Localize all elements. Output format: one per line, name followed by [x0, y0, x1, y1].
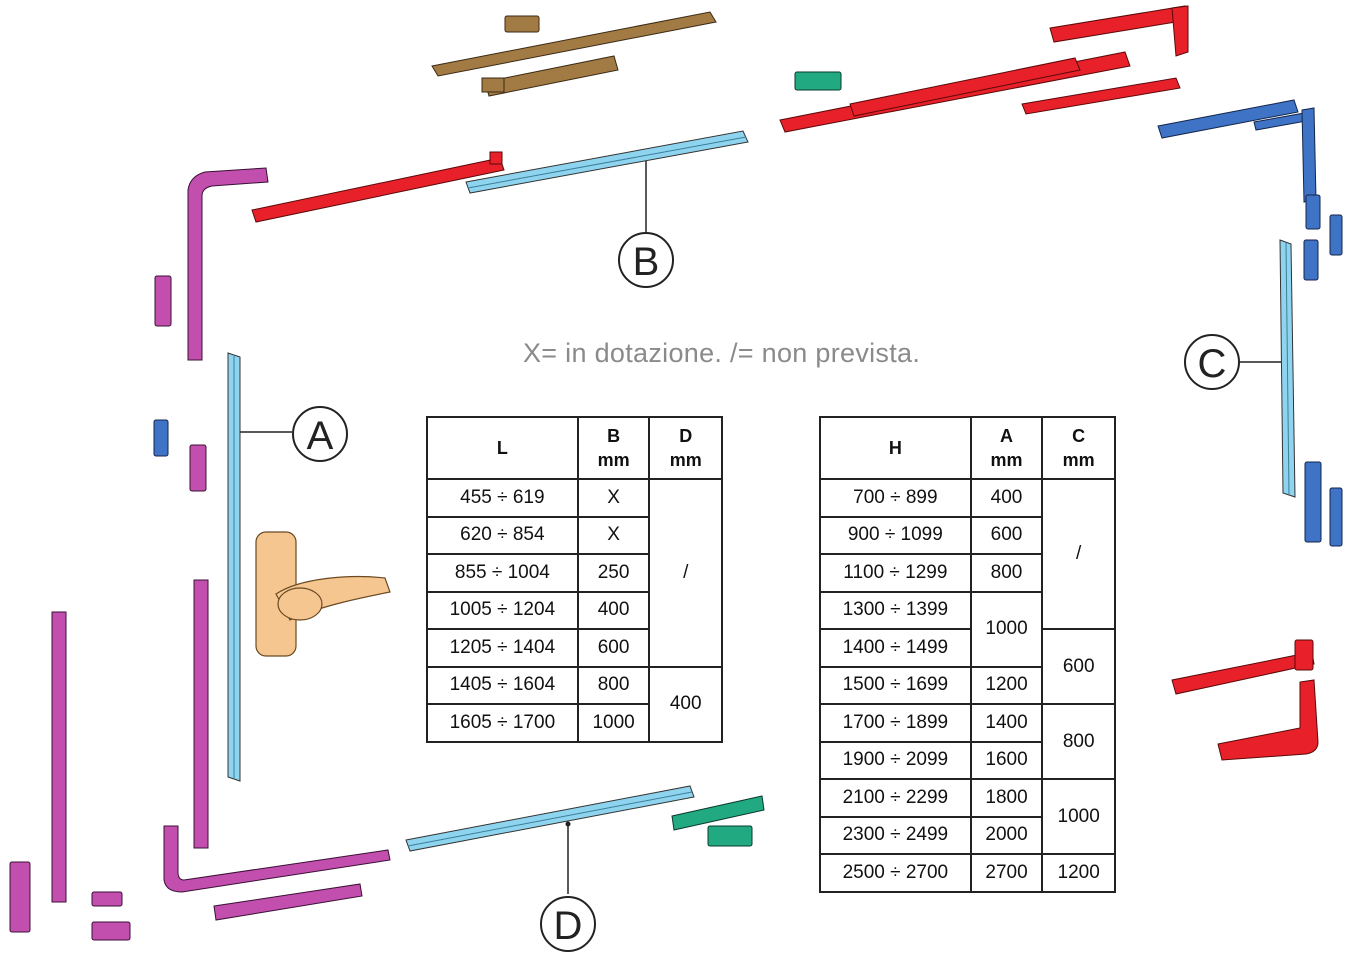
cell-h: 700 ÷ 899: [819, 478, 972, 518]
table-row: 2300 ÷ 2499 2000: [819, 815, 1115, 855]
table-row: 1300 ÷ 1399 1000: [819, 590, 1115, 668]
cell-d: /: [648, 478, 723, 668]
cell-l: 1405 ÷ 1604: [426, 665, 579, 705]
cell-h: 2100 ÷ 2299: [819, 778, 972, 818]
cell-h: 1500 ÷ 1699: [819, 665, 972, 705]
cell-d: 400: [648, 665, 723, 743]
table-row: 900 ÷ 1099 600: [819, 515, 1115, 555]
cell-a: 1400: [969, 703, 1044, 743]
callout-b: B: [618, 232, 674, 288]
table-row: 1500 ÷ 1699 1200: [819, 665, 1115, 705]
cell-b: 600: [576, 628, 651, 668]
cell-l: 1205 ÷ 1404: [426, 628, 579, 668]
cell-b: 250: [576, 553, 651, 593]
blue-parts: [153, 99, 1343, 547]
cell-a: 1000: [969, 590, 1044, 668]
header-l: L: [426, 416, 579, 480]
rod-d: [405, 785, 695, 852]
cell-b: 800: [576, 665, 651, 705]
cell-a: 600: [969, 515, 1044, 555]
cell-l: 455 ÷ 619: [426, 478, 579, 518]
cell-h: 2500 ÷ 2700: [819, 853, 972, 893]
cell-a: 800: [969, 553, 1044, 593]
table-row: 855 ÷ 1004 250: [426, 553, 722, 593]
table-row: 1100 ÷ 1299 800: [819, 553, 1115, 593]
cell-c: 1200: [1041, 853, 1116, 893]
cell-c: 1000: [1041, 778, 1116, 855]
table-row: 1700 ÷ 1899 1400 800: [819, 703, 1116, 780]
brown-top-parts: [431, 11, 717, 97]
red-right-bottom-parts: [1171, 639, 1319, 761]
purple-frame-parts: [9, 167, 391, 941]
callout-a: A: [292, 406, 348, 462]
cell-a: 1600: [969, 740, 1044, 780]
cell-h: 1300 ÷ 1399: [819, 590, 972, 630]
cell-a: 1200: [969, 665, 1044, 705]
rod-c: [1279, 239, 1296, 498]
cell-l: 855 ÷ 1004: [426, 553, 579, 593]
cell-b: 400: [576, 590, 651, 630]
table-row: 2100 ÷ 2299 1800 1000: [819, 778, 1116, 855]
table-row: 700 ÷ 899 400 /: [819, 478, 1116, 630]
cell-h: 1400 ÷ 1499: [819, 628, 972, 668]
table-row: 1605 ÷ 1700 1000: [426, 703, 722, 743]
cell-b: 1000: [576, 703, 651, 743]
cell-a: 1800: [969, 778, 1044, 818]
cell-h: 1700 ÷ 1899: [819, 703, 972, 743]
table-row: 1405 ÷ 1604 800 400: [426, 665, 723, 743]
window-handle: [255, 531, 391, 657]
green-parts: [671, 71, 842, 847]
cell-a: 2700: [969, 853, 1044, 893]
table-row: 2500 ÷ 2700 2700 1200: [819, 853, 1116, 893]
rod-a: [227, 352, 241, 782]
header-h: H: [819, 416, 972, 480]
cell-c: 600: [1041, 628, 1116, 705]
callout-c: C: [1184, 334, 1240, 390]
cell-a: 2000: [969, 815, 1044, 855]
cell-l: 620 ÷ 854: [426, 515, 579, 555]
table-row: 620 ÷ 854 X: [426, 515, 722, 555]
table-row: 1205 ÷ 1404 600: [426, 628, 722, 668]
red-top-right-assembly: [779, 5, 1189, 133]
rod-b: [465, 130, 749, 194]
callout-d: D: [540, 896, 596, 952]
red-top-left-bar: [251, 151, 505, 223]
cell-l: 1605 ÷ 1700: [426, 703, 579, 743]
legend-text: X= in dotazione. /= non prevista.: [523, 338, 921, 368]
cell-c: /: [1041, 478, 1116, 630]
cell-h: 2300 ÷ 2499: [819, 815, 972, 855]
cell-b: X: [576, 478, 651, 518]
table-row: 1900 ÷ 2099 1600: [819, 740, 1115, 780]
table-row: 455 ÷ 619 X /: [426, 478, 723, 668]
cell-h: 1100 ÷ 1299: [819, 553, 972, 593]
table-row: 1400 ÷ 1499 600: [819, 628, 1116, 705]
table-row: 1005 ÷ 1204 400: [426, 590, 722, 630]
cell-h: 1900 ÷ 2099: [819, 740, 972, 780]
cell-h: 900 ÷ 1099: [819, 515, 972, 555]
cell-b: X: [576, 515, 651, 555]
cell-l: 1005 ÷ 1204: [426, 590, 579, 630]
cell-c: 800: [1041, 703, 1116, 780]
cell-a: 400: [969, 478, 1044, 518]
